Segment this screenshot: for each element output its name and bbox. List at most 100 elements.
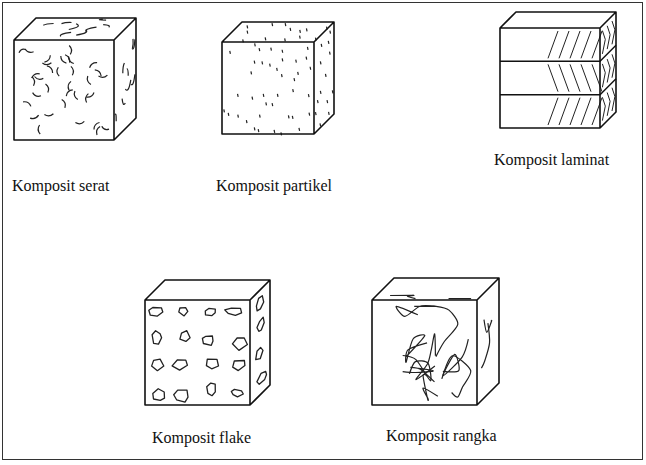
particle-dot	[259, 48, 261, 51]
fiber-stroke	[95, 70, 101, 76]
particle-dot	[277, 94, 279, 97]
flake-piece	[202, 336, 213, 345]
skeleton-strand	[390, 295, 415, 298]
fiber-stroke	[132, 39, 134, 49]
skeleton-strand	[442, 356, 471, 397]
fiber-stroke	[74, 91, 77, 100]
particle-dot	[254, 127, 256, 130]
particle-dot	[325, 74, 327, 77]
flake-piece	[207, 383, 216, 396]
fiber-stroke	[62, 100, 66, 108]
fiber-stroke	[60, 32, 71, 36]
particle-dot	[298, 128, 300, 131]
skeleton-strand	[481, 323, 489, 368]
flake-piece	[152, 331, 162, 344]
fiber-stroke	[57, 67, 59, 76]
particle-dot	[292, 116, 294, 119]
particle-dot	[271, 23, 273, 26]
flake-piece	[257, 317, 264, 331]
skeleton-strand	[443, 339, 468, 376]
particle-dot	[288, 115, 290, 118]
particle-dot	[285, 23, 287, 26]
ply-hatch	[602, 64, 605, 87]
fiber-stroke	[99, 75, 108, 77]
flake-piece	[149, 308, 163, 317]
ply-hatch	[581, 64, 591, 91]
particle-dot	[284, 38, 286, 41]
particle-dot	[265, 37, 267, 40]
fiber-stroke	[115, 114, 116, 121]
particle-dot	[308, 113, 310, 116]
particle-dot	[254, 43, 256, 46]
fiber-stroke	[123, 63, 125, 73]
flake-piece	[172, 360, 187, 370]
particle-dot	[328, 112, 330, 115]
particle-dot	[315, 112, 317, 115]
ply-hatch	[559, 64, 569, 91]
label-box: Komposit serat	[12, 176, 109, 195]
ply-hatch	[570, 31, 580, 58]
fiber-stroke	[87, 76, 91, 85]
ply-hatch	[612, 21, 615, 44]
fiber-stroke	[90, 63, 98, 68]
fiber-stroke	[125, 80, 130, 90]
label-box: Komposit rangka	[386, 426, 497, 445]
flake-piece	[256, 296, 263, 311]
fiber-stroke	[76, 30, 87, 35]
skeleton-strand	[449, 298, 471, 299]
particle-dot	[258, 129, 260, 132]
fiber-stroke	[122, 99, 125, 105]
fiber-stroke	[99, 19, 106, 20]
ply-hatch	[570, 98, 580, 125]
particle-dot	[254, 61, 256, 64]
label-box: Komposit flake	[152, 428, 251, 447]
composite-label: Komposit laminat	[494, 150, 609, 169]
particle-dot	[329, 31, 331, 34]
particle-dot	[276, 68, 278, 71]
ply-hatch	[548, 64, 558, 91]
fiber-stroke	[33, 93, 41, 97]
particle-dot	[320, 61, 322, 64]
skeleton-strand	[403, 367, 435, 382]
skeleton-strand	[421, 306, 458, 357]
skeleton-strand	[406, 335, 427, 363]
composite-label: Komposit rangka	[386, 426, 497, 445]
particle-dot	[320, 91, 322, 94]
particle-dot	[261, 61, 263, 64]
particle-dot	[247, 31, 249, 34]
fiber-stroke	[71, 66, 74, 75]
ply-hatch	[559, 98, 569, 125]
fiber-stroke	[46, 84, 49, 93]
label-box: Komposit laminat	[494, 150, 609, 169]
ply-hatch	[607, 59, 610, 82]
fiber-stroke	[132, 39, 135, 49]
flake-piece	[233, 361, 245, 371]
fiber-stroke	[35, 77, 44, 80]
layer-line	[500, 45, 616, 61]
particle-dot	[328, 41, 330, 44]
particle-dot	[308, 94, 310, 97]
particle-dot	[299, 36, 301, 39]
label-box: Komposit partikel	[216, 176, 332, 195]
particle-dot	[259, 115, 261, 118]
particle-dot	[282, 50, 284, 53]
ply-hatch	[581, 98, 591, 125]
particle-dot	[307, 47, 309, 50]
fiber-stroke	[94, 123, 100, 130]
fiber-stroke	[103, 25, 109, 28]
flake-piece	[256, 347, 263, 359]
ply-hatch	[612, 88, 615, 111]
flake-piece	[180, 331, 190, 342]
particle-dot	[274, 130, 276, 133]
particle-dot	[270, 48, 272, 51]
ply-hatch	[607, 93, 610, 116]
particle-dot	[251, 97, 253, 100]
particle-dot	[306, 28, 308, 31]
fiber-stroke	[44, 114, 53, 116]
fiber-stroke	[97, 127, 101, 135]
particle-dot	[290, 28, 292, 31]
particle-dot	[272, 103, 274, 106]
particle-dot	[295, 60, 297, 63]
flake-piece	[232, 338, 247, 351]
cube-outline	[14, 18, 136, 140]
